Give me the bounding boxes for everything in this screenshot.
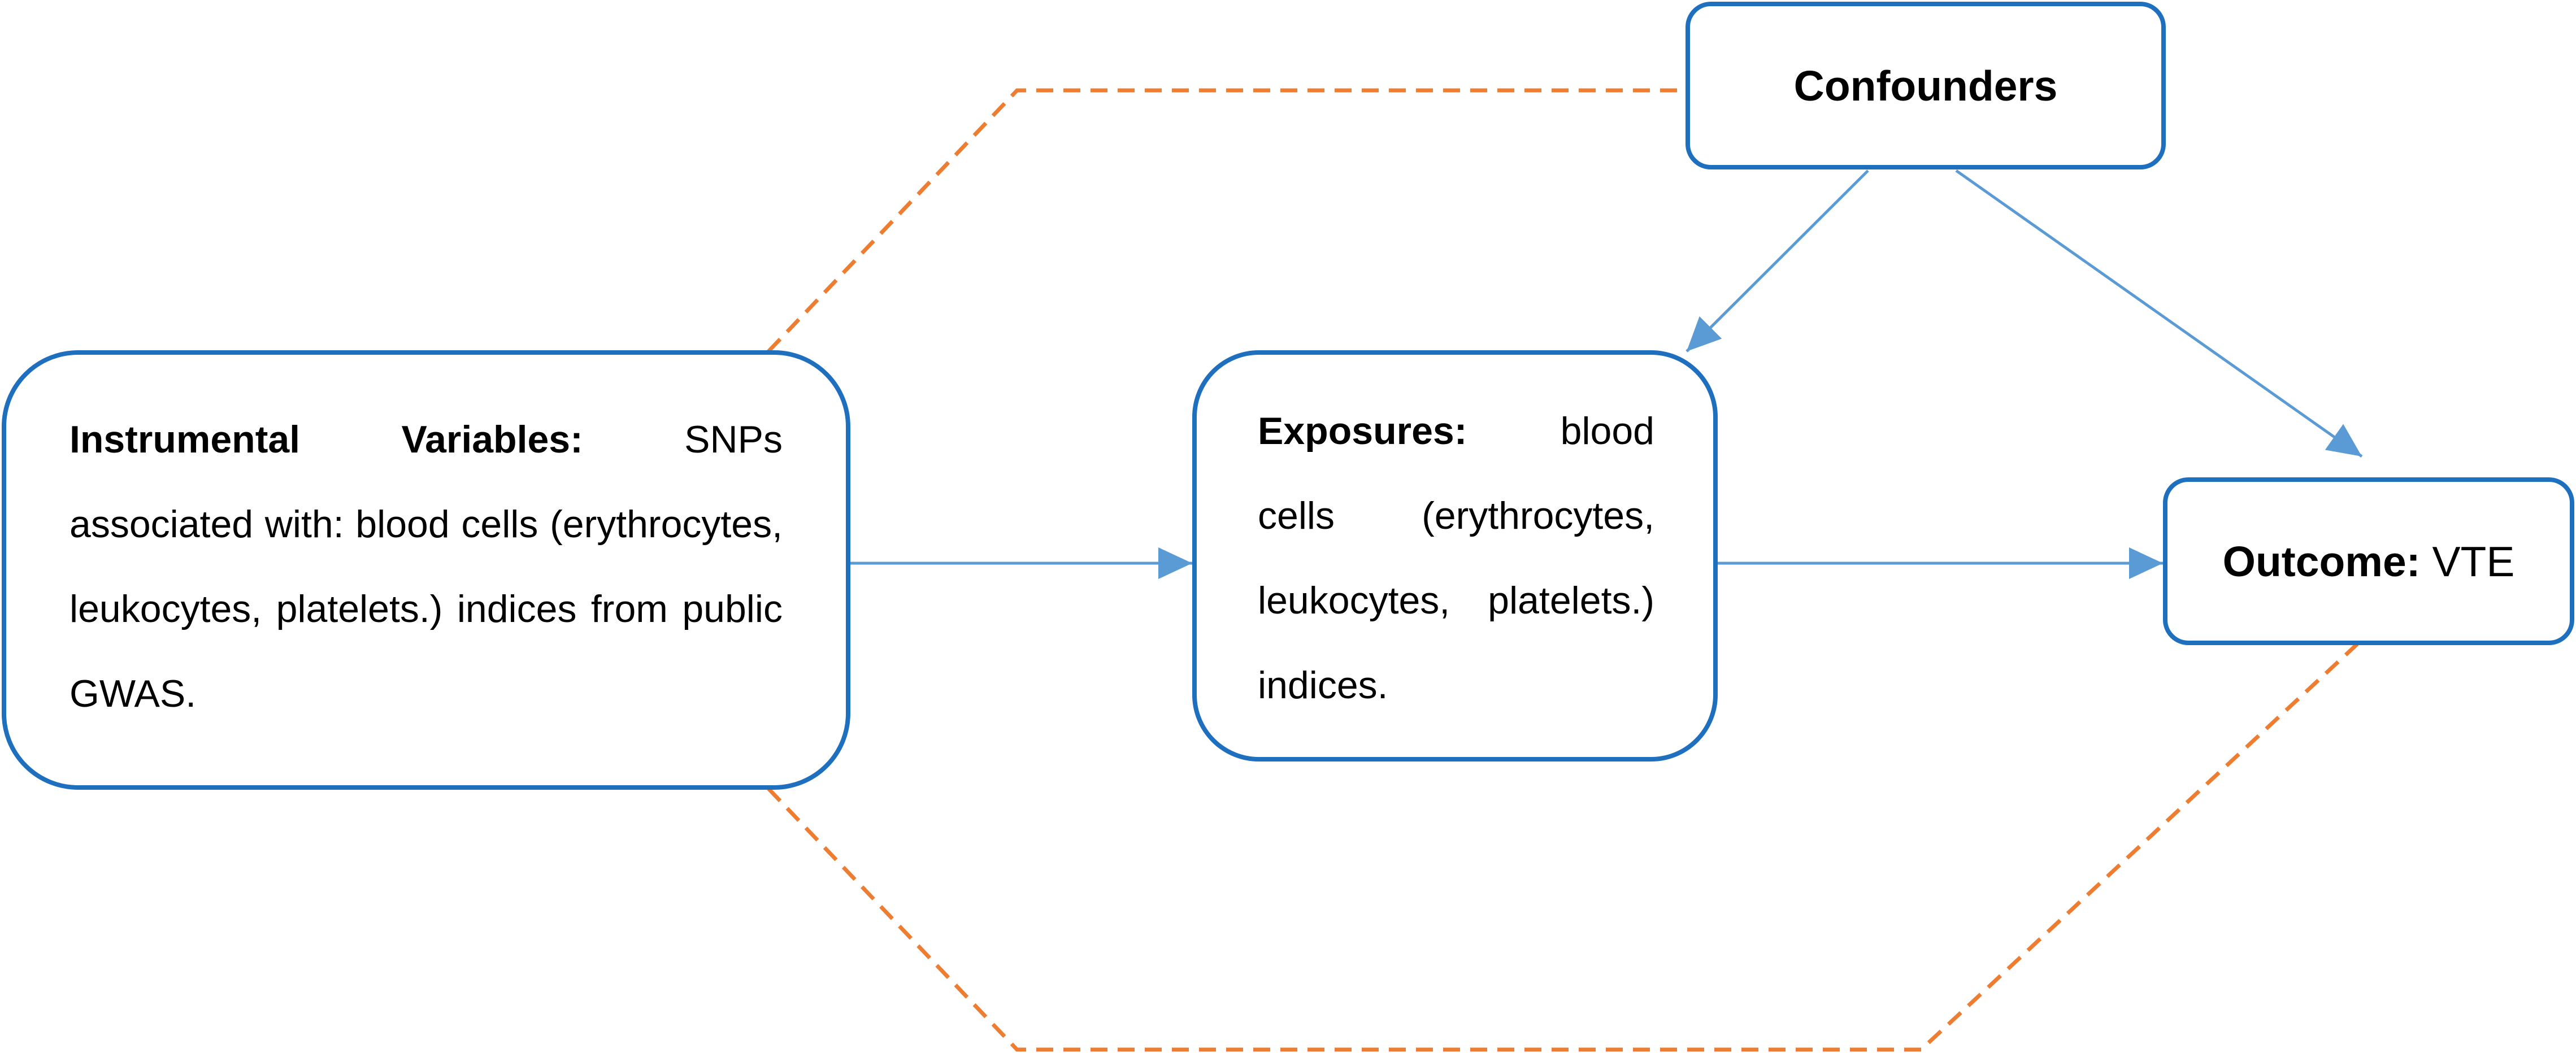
dashed-line-instrumental-to-outcome bbox=[767, 642, 2359, 1052]
arrow-confounders-to-exposures bbox=[1686, 169, 1869, 353]
confounders-label: Confounders bbox=[1793, 62, 2058, 110]
dashed-line-instrumental-to-confounders bbox=[767, 88, 1688, 353]
arrow-confounders-to-outcome bbox=[1955, 169, 2363, 458]
confounders-box: Confounders bbox=[1686, 2, 2166, 169]
exposures-text: blood cells (erythrocytes, leukocytes, p… bbox=[1258, 410, 1654, 707]
instrumental-variables-label: Instrumental Variables: bbox=[69, 418, 583, 461]
instrumental-variables-text: SNPs associated with: blood cells (eryth… bbox=[69, 418, 783, 715]
outcome-box: Outcome: VTE bbox=[2163, 477, 2574, 645]
exposures-label: Exposures: bbox=[1258, 410, 1467, 452]
outcome-text: VTE bbox=[2432, 537, 2515, 585]
instrumental-variables-box: Instrumental Variables: SNPs associated … bbox=[2, 350, 850, 790]
outcome-label: Outcome: bbox=[2222, 537, 2421, 585]
exposures-box: Exposures: blood cells (erythrocytes, le… bbox=[1192, 350, 1718, 762]
